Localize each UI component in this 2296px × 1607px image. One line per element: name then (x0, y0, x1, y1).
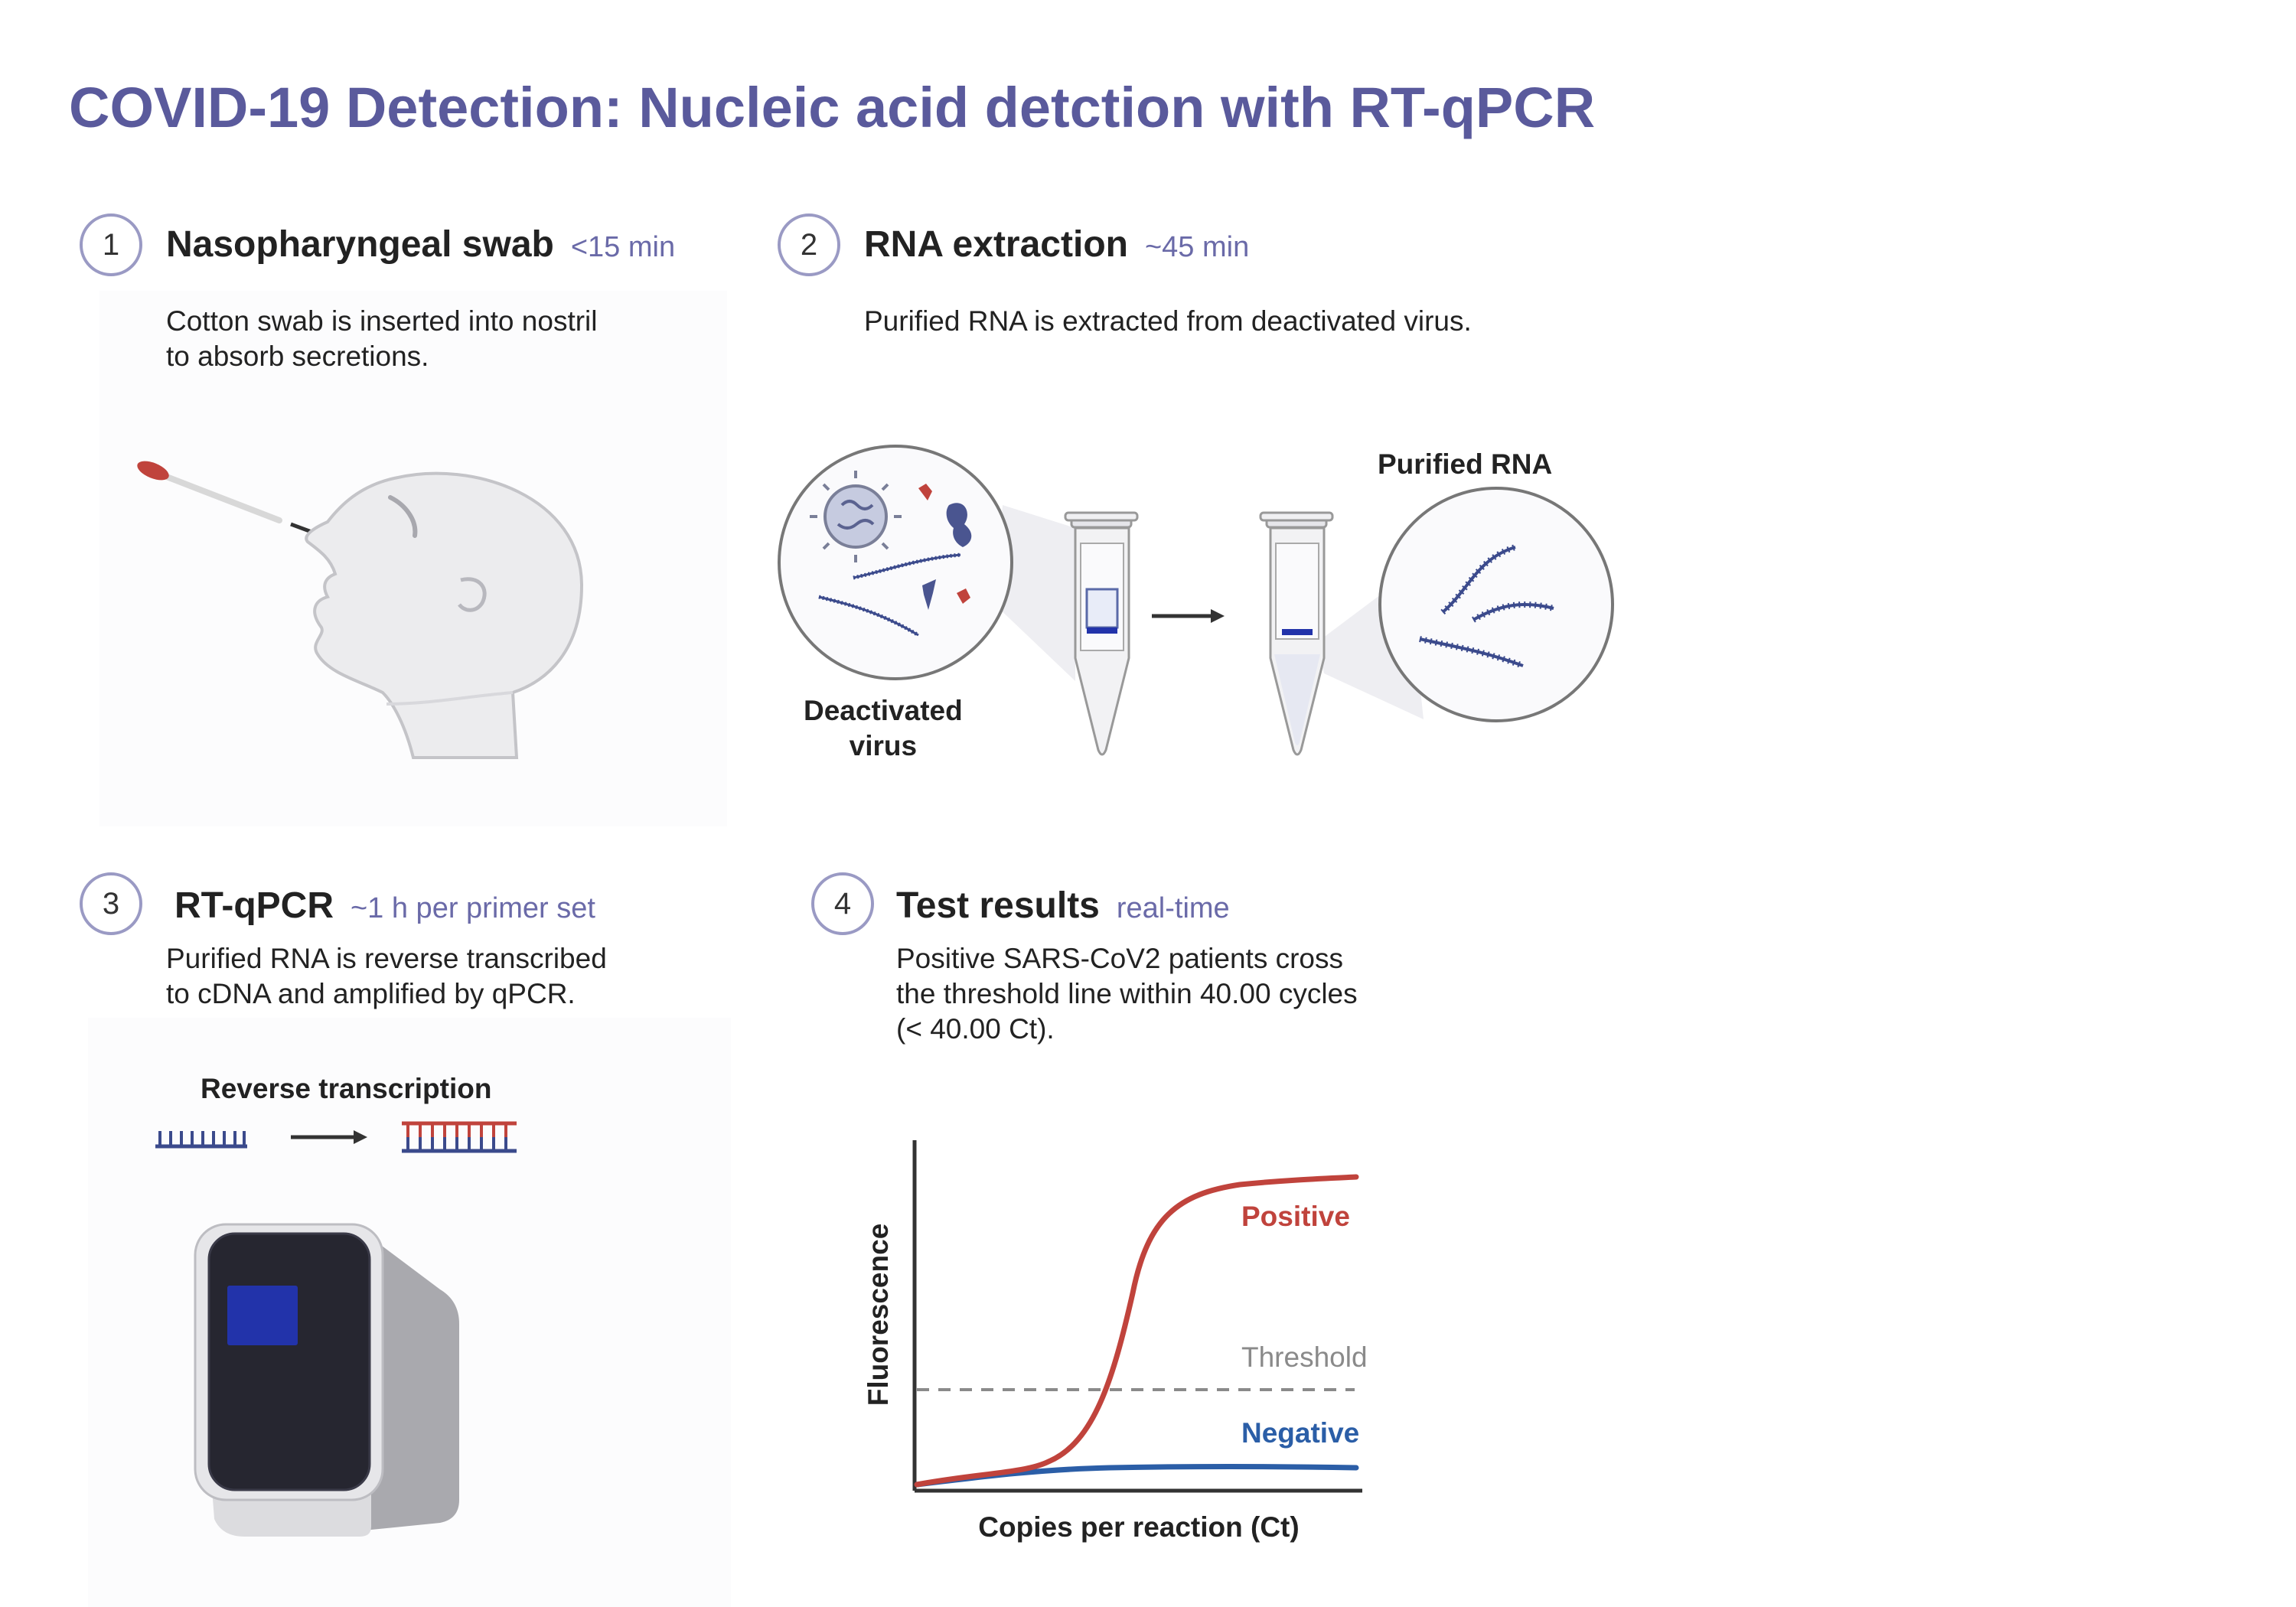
step-1-number: 1 (80, 214, 142, 276)
qpcr-machine-illustration (194, 1223, 459, 1537)
step-4-description-line-3: (< 40.00 Ct). (896, 1013, 1055, 1045)
step-3-description-line-1: Purified RNA is reverse transcribed (166, 943, 607, 974)
step-1-description-line-2: to absorb secretions. (166, 341, 429, 372)
series-positive-label: Positive (1241, 1201, 1350, 1232)
step-1-description-line-1: Cotton swab is inserted into nostril (166, 305, 598, 337)
step-4-number: 4 (811, 872, 874, 935)
virus-icon (810, 471, 902, 562)
step-2-description-line-1: Purified RNA is extracted from deactivat… (864, 305, 1472, 337)
label-purified-rna: Purified RNA (1378, 448, 1553, 480)
step-1-time: <15 min (570, 231, 676, 263)
amplification-chart: Positive Threshold Negative Fluorescence… (863, 1140, 1368, 1543)
step-3-description: Purified RNA is reverse transcribed to c… (166, 941, 607, 1012)
step-3-time: ~1 h per primer set (350, 892, 595, 924)
chart-y-axis-label: Fluorescence (863, 1224, 894, 1407)
rna-extraction-illustration (778, 445, 1614, 756)
step-1-title-text: Nasopharyngeal swab (166, 224, 554, 265)
process-arrow-icon (1152, 609, 1225, 623)
step-3-title-text: RT-qPCR (174, 885, 334, 926)
cotton-swab-icon (137, 461, 282, 523)
protein-blue-2-icon (922, 579, 936, 610)
step-4-description: Positive SARS-CoV2 patients cross the th… (896, 941, 1358, 1047)
head-profile-icon (305, 471, 584, 759)
step-1-title: Nasopharyngeal swab <15 min (166, 223, 675, 266)
threshold-label: Threshold (1241, 1341, 1368, 1373)
series-positive-curve (914, 1174, 1359, 1488)
step-2-time: ~45 min (1144, 231, 1250, 263)
step-3-title: RT-qPCR ~1 h per primer set (174, 885, 595, 927)
reverse-transcription-illustration (155, 1121, 517, 1153)
spin-column-tube-icon (1064, 511, 1139, 756)
series-negative-label: Negative (1241, 1417, 1359, 1449)
step-2-number: 2 (778, 214, 840, 276)
step-3-description-line-2: to cDNA and amplified by qPCR. (166, 978, 576, 1009)
machine-screen-icon (227, 1286, 298, 1345)
step-4-description-line-2: the threshold line within 40.00 cycles (896, 978, 1358, 1009)
protein-red-2-icon (957, 588, 970, 604)
collection-tube-icon (1259, 511, 1334, 756)
step-1-description: Cotton swab is inserted into nostril to … (166, 304, 598, 374)
step-4-title: Test results real-time (896, 885, 1230, 927)
deactivated-virus-magnifier (778, 445, 1013, 680)
chart-x-axis-label: Copies per reaction (Ct) (978, 1511, 1299, 1543)
label-deactivated-virus-line-2: virus (849, 730, 918, 761)
step-2-title-text: RNA extraction (864, 224, 1128, 265)
step-2-title: RNA extraction ~45 min (864, 223, 1249, 266)
purified-rna-magnifier (1378, 487, 1614, 722)
label-reverse-transcription: Reverse transcription (201, 1073, 492, 1104)
step-2-description: Purified RNA is extracted from deactivat… (864, 304, 1472, 339)
step-4-title-text: Test results (896, 885, 1100, 926)
step-3-number: 3 (80, 872, 142, 935)
transcription-arrow-icon (291, 1130, 367, 1144)
label-deactivated-virus: Deactivated virus (804, 693, 963, 764)
rna-strand-icon (155, 1131, 247, 1149)
step-4-description-line-1: Positive SARS-CoV2 patients cross (896, 943, 1344, 974)
protein-blue-icon (946, 503, 972, 547)
label-deactivated-virus-line-1: Deactivated (804, 695, 963, 726)
protein-red-icon (918, 484, 932, 500)
qpcr-machine-icon (194, 1223, 459, 1537)
page-title: COVID-19 Detection: Nucleic acid detctio… (69, 76, 1596, 139)
swab-head-illustration (137, 461, 584, 759)
cdna-strand-icon (402, 1121, 517, 1153)
step-4-time: real-time (1116, 892, 1230, 924)
